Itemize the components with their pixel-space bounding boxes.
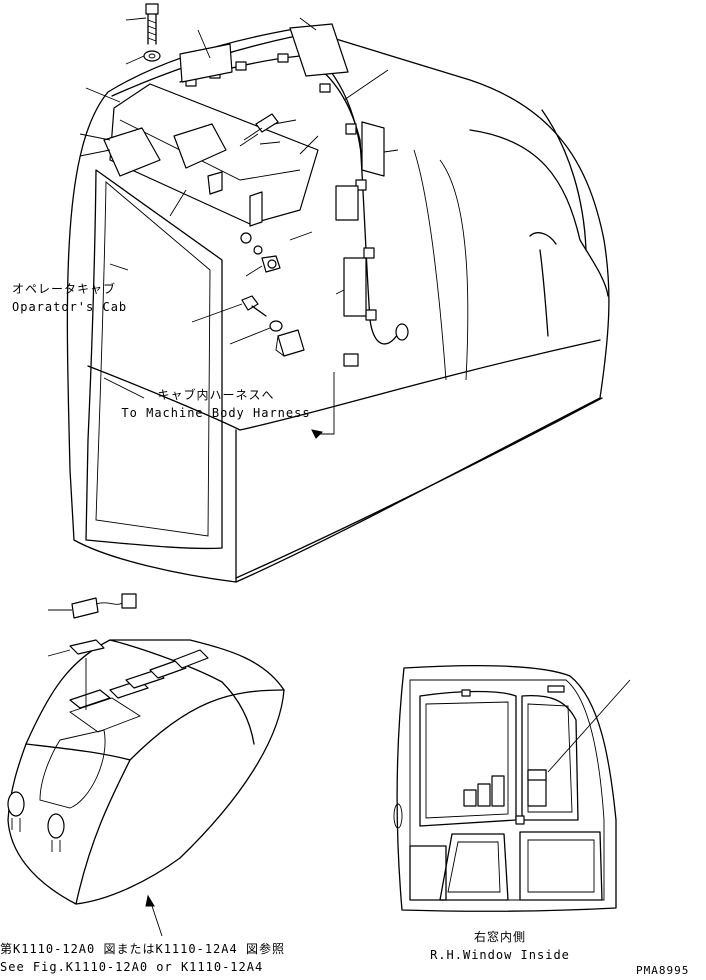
drawing-code: PMA8995 bbox=[636, 964, 690, 977]
see-figure-label-en: See Fig.K1110-12A0 or K1110-12A4 bbox=[0, 960, 264, 974]
window-label-en: R.H.Window Inside bbox=[430, 948, 570, 962]
window-label-jp: 右窓内側 bbox=[473, 930, 527, 944]
cab-label-jp: オペレータキャブ bbox=[12, 282, 117, 296]
cab-label-en: Oparator's Cab bbox=[12, 300, 128, 314]
harness-label-en: To Machine Body Harness bbox=[121, 406, 311, 420]
harness-label-jp: キャブ内ハーネスへ bbox=[157, 388, 275, 402]
operator-cab bbox=[66, 3, 610, 583]
see-figure-label-jp: 第K1110-12A0 図またはK1110-12A4 図参照 bbox=[0, 942, 285, 956]
rh-window bbox=[393, 664, 631, 912]
side-console bbox=[7, 593, 285, 937]
